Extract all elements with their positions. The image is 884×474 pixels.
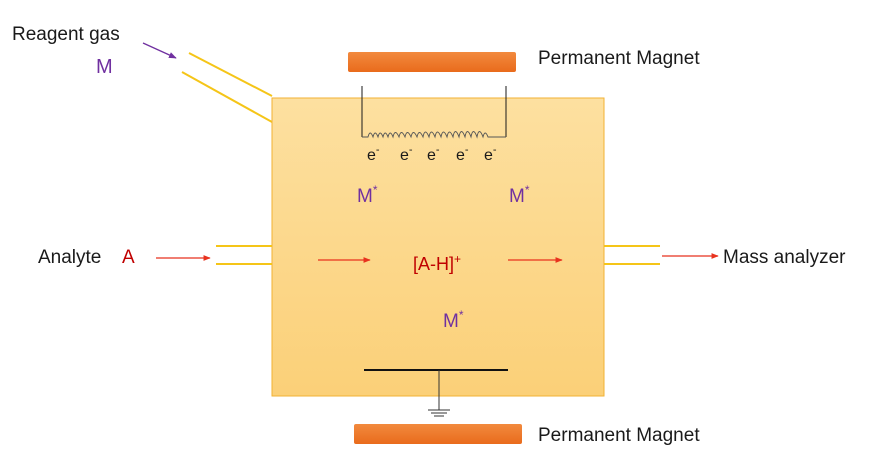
magnet-bottom xyxy=(354,424,522,444)
electron-4: e- xyxy=(456,144,469,164)
ion-label: [A-H]+ xyxy=(413,252,461,274)
electron-2: e- xyxy=(400,144,413,164)
electron-5: e- xyxy=(484,144,497,164)
m-star-bottom: M* xyxy=(443,308,464,332)
magnet-bottom-label: Permanent Magnet xyxy=(538,425,700,446)
reagent-gas-label: Reagent gas xyxy=(12,24,120,45)
reagent-symbol-m: M xyxy=(96,56,113,78)
m-star-left: M* xyxy=(357,183,378,207)
magnet-top-label: Permanent Magnet xyxy=(538,48,700,69)
analyte-label: Analyte xyxy=(38,247,101,268)
ionization-chamber xyxy=(271,97,605,397)
reagent-arrow xyxy=(142,42,177,59)
mass-analyzer-label: Mass analyzer xyxy=(723,247,846,268)
m-star-right: M* xyxy=(509,183,530,207)
electron-row: e- e- e- e- e- xyxy=(367,144,497,164)
analyte-symbol-a: A xyxy=(122,247,135,268)
reagent-inlet-tube-upper xyxy=(188,52,273,97)
reagent-inlet-tube-lower xyxy=(181,71,273,123)
magnet-top xyxy=(348,52,516,72)
ground-icon xyxy=(428,409,450,417)
filament-coil xyxy=(362,131,506,139)
electron-1: e- xyxy=(367,144,380,164)
electron-3: e- xyxy=(427,144,440,164)
